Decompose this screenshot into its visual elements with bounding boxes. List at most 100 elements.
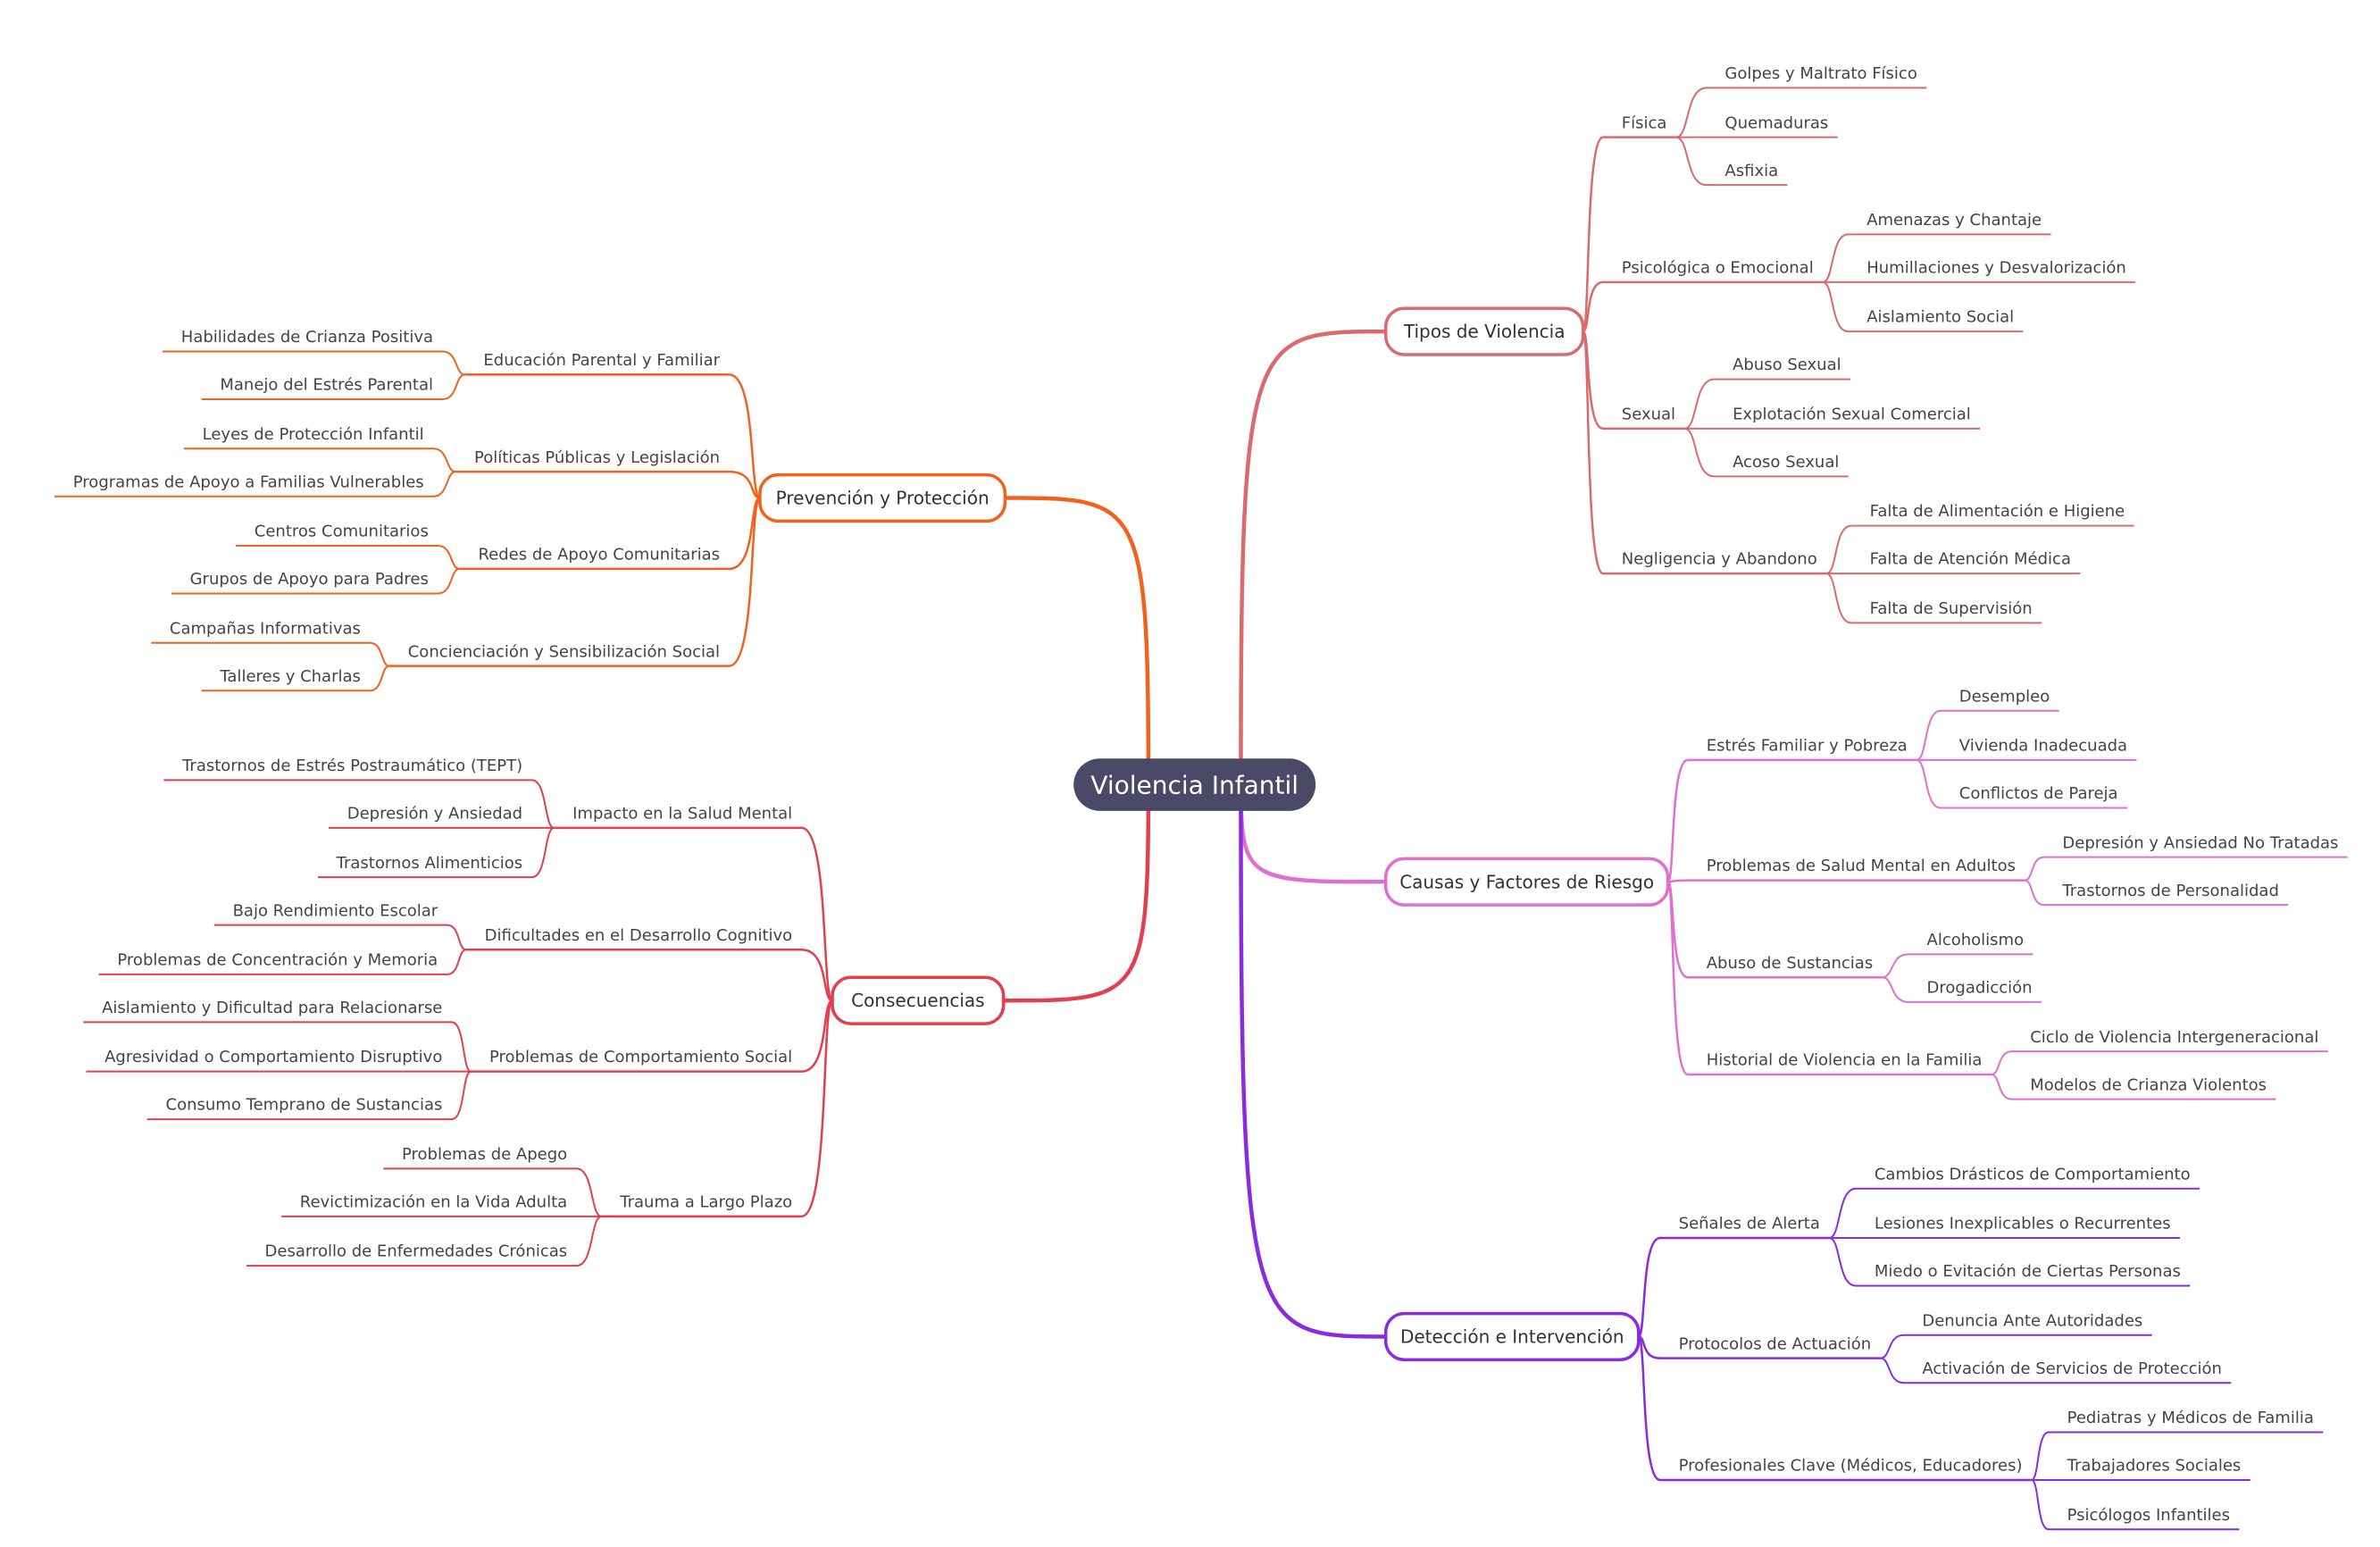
leaf-label[interactable]: Activación de Servicios de Protección [1922,1359,2222,1378]
leaf-label[interactable]: Trabajadores Sociales [2067,1457,2242,1476]
subtopic-label[interactable]: Psicológica o Emocional [1622,259,1814,278]
leaf-label[interactable]: Habilidades de Crianza Positiva [181,328,433,347]
topic-box-prevencion[interactable] [758,472,1007,523]
subtopic-label[interactable]: Impacto en la Salud Mental [572,805,792,824]
leaf-label[interactable]: Problemas de Concentración y Memoria [117,950,438,969]
leaf-connector [1991,1050,2328,1076]
subtopic-label[interactable]: Profesionales Clave (Médicos, Educadores… [1679,1457,2023,1476]
subtopic-label[interactable]: Protocolos de Actuación [1679,1334,1872,1353]
leaf-connector [171,567,461,595]
leaf-label[interactable]: Revictimización en la Vida Adulta [300,1192,567,1211]
leaf-connector [213,924,467,951]
root-connector-tipos [1239,329,1386,785]
topic-box-tipos[interactable] [1383,306,1585,356]
subtopic-label[interactable]: Educación Parental y Familiar [483,351,720,370]
leaf-label[interactable]: Acoso Sexual [1733,453,1839,472]
subtopic-label[interactable]: Trauma a Largo Plazo [619,1192,792,1211]
leaf-label[interactable]: Campañas Informativas [170,619,361,638]
leaf-label[interactable]: Humillaciones y Desvalorización [1866,259,2126,278]
leaf-label[interactable]: Trastornos Alimenticios [336,854,523,873]
leaf-connector [1828,1187,2200,1240]
leaf-label[interactable]: Aislamiento y Dificultad para Relacionar… [102,999,442,1017]
leaf-connector [151,641,390,667]
subtopic-label[interactable]: Señales de Alerta [1679,1215,1820,1233]
leaf-label[interactable]: Centros Comunitarios [255,523,429,541]
central-topic-box[interactable] [1073,758,1316,811]
subtopic-label[interactable]: Concienciación y Sensibilización Social [408,642,720,661]
leaf-label[interactable]: Aislamiento Social [1866,308,2014,327]
leaf-label[interactable]: Grupos de Apoyo para Padres [190,570,429,589]
subtopic-label[interactable]: Políticas Públicas y Legislación [474,448,720,467]
topic-label-causas[interactable]: Causas y Factores de Riesgo [1399,871,1654,892]
leaf-label[interactable]: Vivienda Inadecuada [1959,737,2127,756]
mid-connector [1637,1335,2032,1482]
leaf-label[interactable]: Leyes de Protección Infantil [203,425,424,444]
branch-deteccion: Señales de Alerta Cambios Drásticos de Co… [1239,784,2324,1531]
central-topic-label[interactable]: Violencia Infantil [1090,771,1299,800]
leaf-label[interactable]: Desarrollo de Enfermedades Crónicas [265,1242,568,1261]
leaf-label[interactable]: Depresión y Ansiedad No Tratadas [2062,833,2338,852]
leaf-connector [1880,1334,2152,1359]
leaf-label[interactable]: Agresividad o Comportamiento Disruptivo [104,1048,442,1066]
branch-causas: Estrés Familiar y Pobreza DesempleoVivien… [1239,687,2348,1100]
leaf-label[interactable]: Falta de Alimentación e Higiene [1870,502,2125,521]
leaf-label[interactable]: Problemas de Apego [402,1145,567,1164]
leaf-label[interactable]: Depresión y Ansiedad [347,805,522,824]
topic-box-consecuencias[interactable] [831,975,1006,1025]
leaf-label[interactable]: Trastornos de Personalidad [2061,882,2278,900]
leaf-label[interactable]: Abuso Sexual [1733,355,1841,374]
topic-label-consecuencias[interactable]: Consecuencias [851,990,984,1011]
leaf-label[interactable]: Amenazas y Chantaje [1866,211,2042,230]
leaf-label[interactable]: Pediatras y Médicos de Familia [2067,1409,2314,1427]
leaf-label[interactable]: Talleres y Charlas [219,667,361,686]
branch-prevencion: Educación Parental y Familiar Habilidades… [54,328,1151,785]
topic-box-causas[interactable] [1383,857,1670,907]
leaf-label[interactable]: Manejo del Estrés Parental [220,376,433,395]
leaf-label[interactable]: Consumo Temprano de Sustancias [166,1096,443,1115]
leaf-label[interactable]: Asfixia [1724,162,1778,180]
leaf-connector [1825,524,2134,575]
leaf-label[interactable]: Ciclo de Violencia Intergeneracional [2030,1028,2318,1047]
leaf-label[interactable]: Falta de Supervisión [1870,599,2033,618]
subtopic-label[interactable]: Historial de Violencia en la Familia [1707,1051,1983,1070]
leaf-connector [2030,1478,2240,1531]
leaf-label[interactable]: Denuncia Ante Autoridades [1922,1311,2142,1330]
mid-connector [465,948,833,1002]
leaf-label[interactable]: Miedo o Evitación de Ciertas Personas [1875,1262,2181,1281]
subtopic-label[interactable]: Estrés Familiar y Pobreza [1707,737,1908,756]
leaf-label[interactable]: Conflictos de Pareja [1959,784,2118,803]
subtopic-label[interactable]: Problemas de Comportamiento Social [489,1048,792,1066]
subtopic-label[interactable]: Abuso de Sustancias [1707,954,1874,973]
topic-label-deteccion[interactable]: Detección e Intervención [1400,1325,1624,1347]
mid-connector [554,826,834,1002]
topic-label-tipos[interactable]: Tipos de Violencia [1403,321,1566,342]
leaf-label[interactable]: Quemaduras [1724,113,1828,132]
leaf-label[interactable]: Trastornos de Estrés Postraumático (TEPT… [181,757,522,775]
leaf-label[interactable]: Drogadicción [1927,979,2033,998]
subtopic-label[interactable]: Negligencia y Abandono [1622,550,1817,569]
leaf-label[interactable]: Falta de Atención Médica [1870,550,2071,569]
leaf-label[interactable]: Cambios Drásticos de Comportamiento [1875,1165,2191,1183]
leaf-connector [1822,233,2051,283]
subtopic-label[interactable]: Problemas de Salud Mental en Adultos [1707,857,2016,875]
leaf-label[interactable]: Bajo Rendimiento Escolar [233,901,438,920]
leaf-label[interactable]: Psicólogos Infantiles [2067,1506,2230,1525]
leaf-label[interactable]: Alcoholismo [1927,931,2025,949]
leaf-label[interactable]: Modelos de Crianza Violentos [2030,1075,2267,1094]
subtopic-label[interactable]: Física [1622,113,1667,132]
leaf-label[interactable]: Explotación Sexual Comercial [1733,405,1971,423]
central-topic[interactable]: Violencia Infantil [1073,758,1316,811]
leaf-connector [317,826,555,879]
subtopic-label[interactable]: Sexual [1622,405,1675,423]
leaf-label[interactable]: Desempleo [1959,687,2050,706]
leaf-label[interactable]: Lesiones Inexplicables o Recurrentes [1875,1215,2171,1233]
leaf-connector [1882,953,2033,979]
subtopic-label[interactable]: Dificultades en el Desarrollo Cognitivo [485,926,793,945]
subtopic-label[interactable]: Redes de Apoyo Comunitarias [478,546,720,564]
leaf-label[interactable]: Golpes y Maltrato Físico [1724,64,1917,83]
leaf-label[interactable]: Programas de Apoyo a Familias Vulnerable… [73,472,424,491]
topic-label-prevencion[interactable]: Prevención y Protección [776,488,990,509]
topic-box-deteccion[interactable] [1383,1311,1641,1362]
mid-connector [1638,1335,1881,1359]
